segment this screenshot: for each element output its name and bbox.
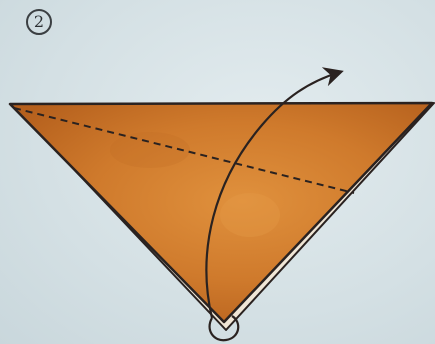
paper-texture (220, 193, 280, 237)
